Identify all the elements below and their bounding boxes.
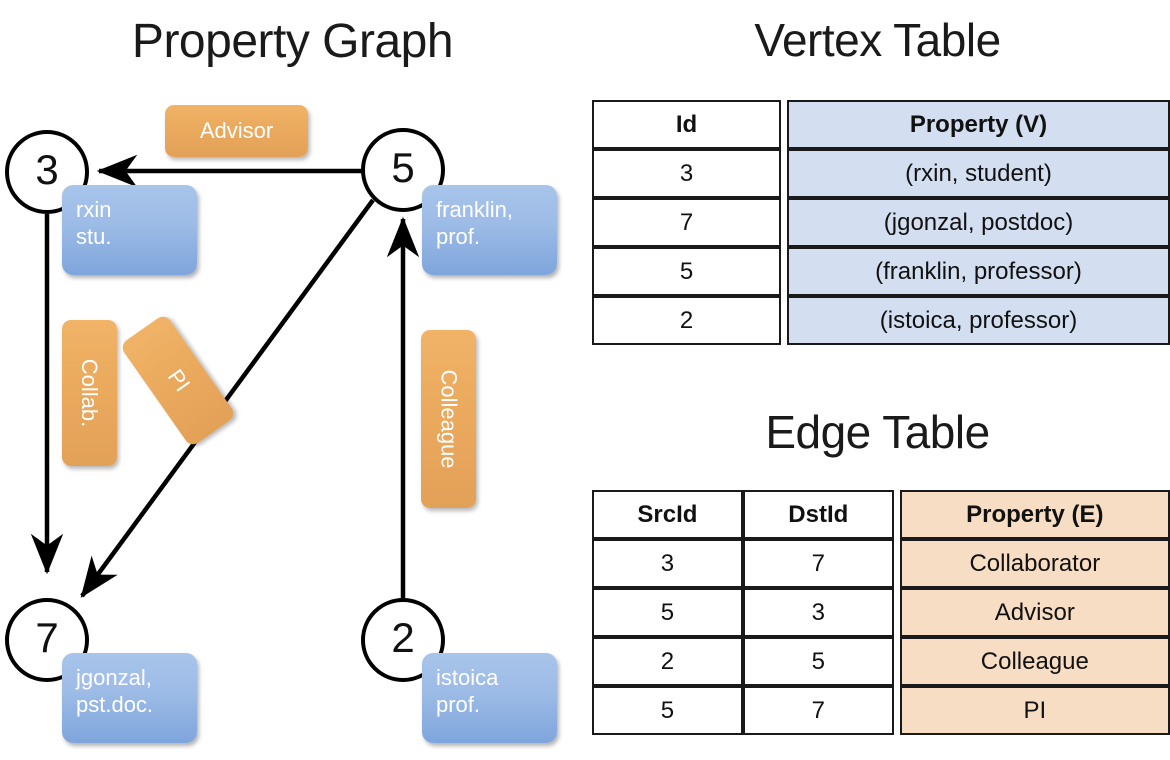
edge-table-header-property: Property (E) [899, 490, 1170, 539]
edge-table-header-dstid: DstId [742, 490, 894, 539]
graph-node-5[interactable]: 5 [361, 128, 445, 212]
edge-row-0-property: Collaborator [899, 539, 1170, 588]
node-property-jgonzal-line1: jgonzal, [76, 665, 152, 690]
vertex-row-2-property: (franklin, professor) [786, 247, 1170, 296]
vertex-table-header-id: Id [592, 100, 782, 149]
graph-node-7-label: 7 [35, 614, 59, 661]
edge-table: SrcId DstId Property (E) 3 7 Collaborato… [592, 490, 1170, 735]
page-title-property-graph: Property Graph [131, 15, 454, 68]
vertex-table: Id Property (V) 3 (rxin, student) 7 (jgo… [592, 100, 1170, 345]
edge-row-1-src: 5 [592, 588, 743, 637]
vertex-row-3-property: (istoica, professor) [786, 296, 1170, 345]
edge-row-2-property: Colleague [899, 637, 1170, 686]
node-property-rxin-line2: stu. [76, 224, 112, 249]
edge-label-colleague[interactable]: Colleague [421, 330, 476, 508]
edge-row-3-property: PI [899, 686, 1170, 735]
node-property-box-istoica[interactable]: istoica prof. [422, 653, 557, 743]
table-row: 2 (istoica, professor) [592, 296, 1170, 345]
edge-label-collab[interactable]: Collab. [62, 320, 117, 466]
node-property-box-franklin[interactable]: franklin, prof. [422, 185, 557, 275]
node-property-istoica-line1: istoica [436, 665, 499, 690]
vertex-row-2-id: 5 [592, 247, 782, 296]
vertex-table-header-property: Property (V) [786, 100, 1170, 149]
vertex-row-0-property: (rxin, student) [786, 149, 1170, 198]
edge-row-0-src: 3 [592, 539, 743, 588]
edge-label-colleague-text: Colleague [436, 369, 462, 469]
node-property-jgonzal-line2: pst.doc. [76, 692, 154, 717]
graph-node-2-label: 2 [391, 614, 415, 661]
edge-row-1-property: Advisor [899, 588, 1170, 637]
edge-row-0-dst: 7 [742, 539, 894, 588]
table-row: 5 (franklin, professor) [592, 247, 1170, 296]
page-title-edge-table: Edge Table [765, 406, 990, 458]
node-property-box-rxin[interactable]: rxin stu. [62, 185, 197, 275]
edge-label-collab-text: Collab. [77, 358, 103, 428]
edge-row-3-src: 5 [592, 686, 743, 735]
node-property-franklin-line2: prof. [436, 224, 481, 249]
table-row: 3 (rxin, student) [592, 149, 1170, 198]
edge-row-2-src: 2 [592, 637, 743, 686]
edge-row-3-dst: 7 [742, 686, 894, 735]
page-title-vertex-table: Vertex Table [754, 14, 1001, 66]
graph-node-3-label: 3 [35, 146, 59, 193]
edge-row-2-dst: 5 [742, 637, 894, 686]
vertex-row-3-id: 2 [592, 296, 782, 345]
table-row: 5 3 Advisor [592, 588, 1170, 637]
graph-edges [30, 154, 420, 598]
vertex-table-header-row: Id Property (V) [592, 100, 1170, 149]
edge-table-header-row: SrcId DstId Property (E) [592, 490, 1170, 539]
edge-table-header-srcid: SrcId [592, 490, 743, 539]
edge-label-pi-text: PI [162, 364, 195, 396]
edge-arrow-5-to-7 [80, 198, 375, 598]
vertex-row-1-id: 7 [592, 198, 782, 247]
node-property-istoica-line2: prof. [436, 692, 481, 717]
table-row: 7 (jgonzal, postdoc) [592, 198, 1170, 247]
node-property-rxin-line1: rxin [76, 197, 112, 222]
node-property-franklin-line1: franklin, [436, 197, 514, 222]
vertex-row-1-property: (jgonzal, postdoc) [786, 198, 1170, 247]
table-row: 5 7 PI [592, 686, 1170, 735]
property-graph-panel: Property Graph 3 5 7 2 rxin stu. frankli… [5, 15, 557, 743]
node-property-box-jgonzal[interactable]: jgonzal, pst.doc. [62, 653, 197, 743]
table-row: 2 5 Colleague [592, 637, 1170, 686]
edge-label-advisor-text: Advisor [199, 118, 274, 143]
edge-label-advisor[interactable]: Advisor [165, 105, 308, 157]
graph-node-2[interactable]: 2 [361, 598, 445, 682]
table-row: 3 7 Collaborator [592, 539, 1170, 588]
graph-node-5-label: 5 [391, 144, 415, 191]
edge-row-1-dst: 3 [742, 588, 894, 637]
vertex-row-0-id: 3 [592, 149, 782, 198]
